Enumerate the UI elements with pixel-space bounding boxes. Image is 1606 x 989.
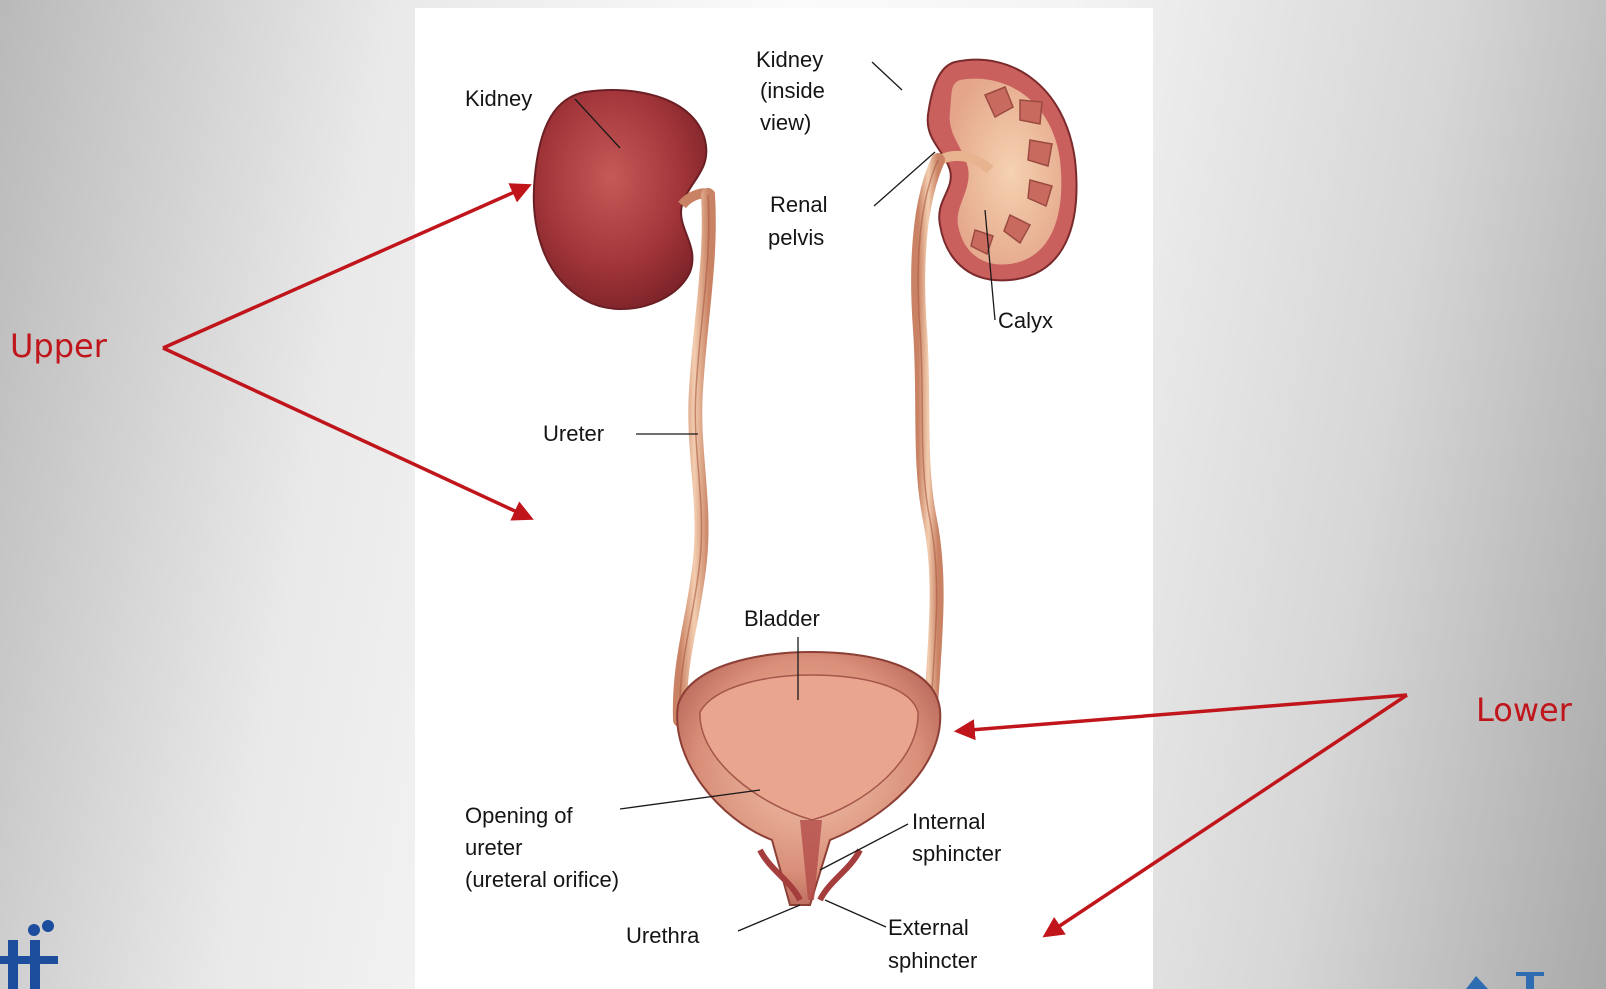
left-kidney [534,90,712,309]
label-opening-1: Opening of [465,803,574,828]
label-renal-pelvis-2: pelvis [768,225,824,250]
label-ureter: Ureter [543,421,604,446]
right-kidney-inside-view [928,60,1077,281]
label-kidney-inside-1: Kidney [756,47,823,72]
label-opening-2: ureter [465,835,522,860]
label-kidney: Kidney [465,86,532,111]
label-external-2: sphincter [888,948,977,973]
label-renal-pelvis-1: Renal [770,192,827,217]
label-urethra: Urethra [626,923,700,948]
label-opening-3: (ureteral orifice) [465,867,619,892]
label-bladder: Bladder [744,606,820,631]
label-external-1: External [888,915,969,940]
lower-label: Lower [1476,694,1572,726]
upper-arrows [163,186,530,518]
label-internal-1: Internal [912,809,985,834]
label-kidney-inside-2: (inside [760,78,825,103]
lower-arrows [958,695,1407,935]
label-calyx: Calyx [998,308,1053,333]
logo-mark-right [1466,962,1606,989]
bladder [677,652,940,905]
label-internal-2: sphincter [912,841,1001,866]
label-kidney-inside-3: view) [760,110,811,135]
logo-mark-left [0,912,58,989]
upper-label: Upper [10,330,107,362]
